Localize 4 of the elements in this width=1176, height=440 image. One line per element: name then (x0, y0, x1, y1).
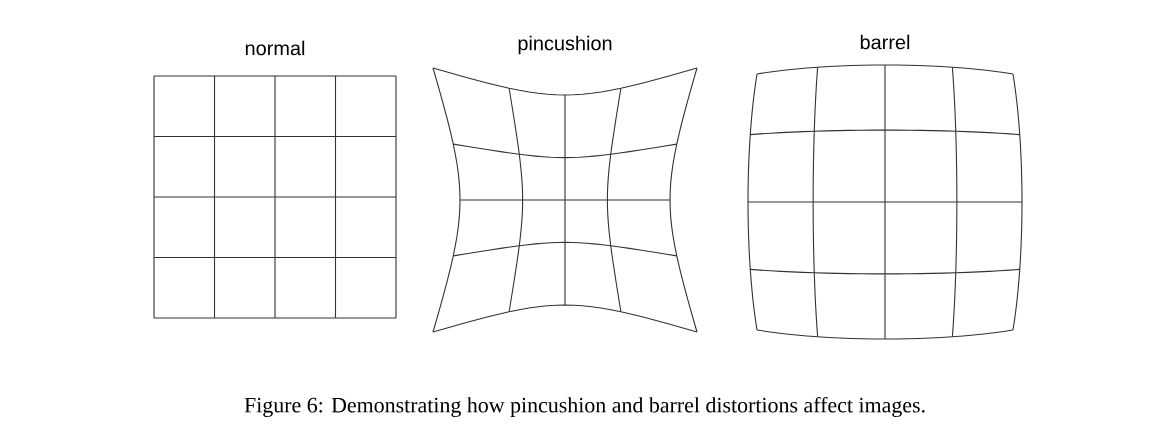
grid-title: normal (245, 40, 305, 56)
grid-title: barrel (860, 34, 910, 50)
grid-title: pincushion (518, 35, 612, 55)
caption: Figure 6: Demonstrating how pincushion and barrel distortions affect images. (244, 396, 925, 418)
